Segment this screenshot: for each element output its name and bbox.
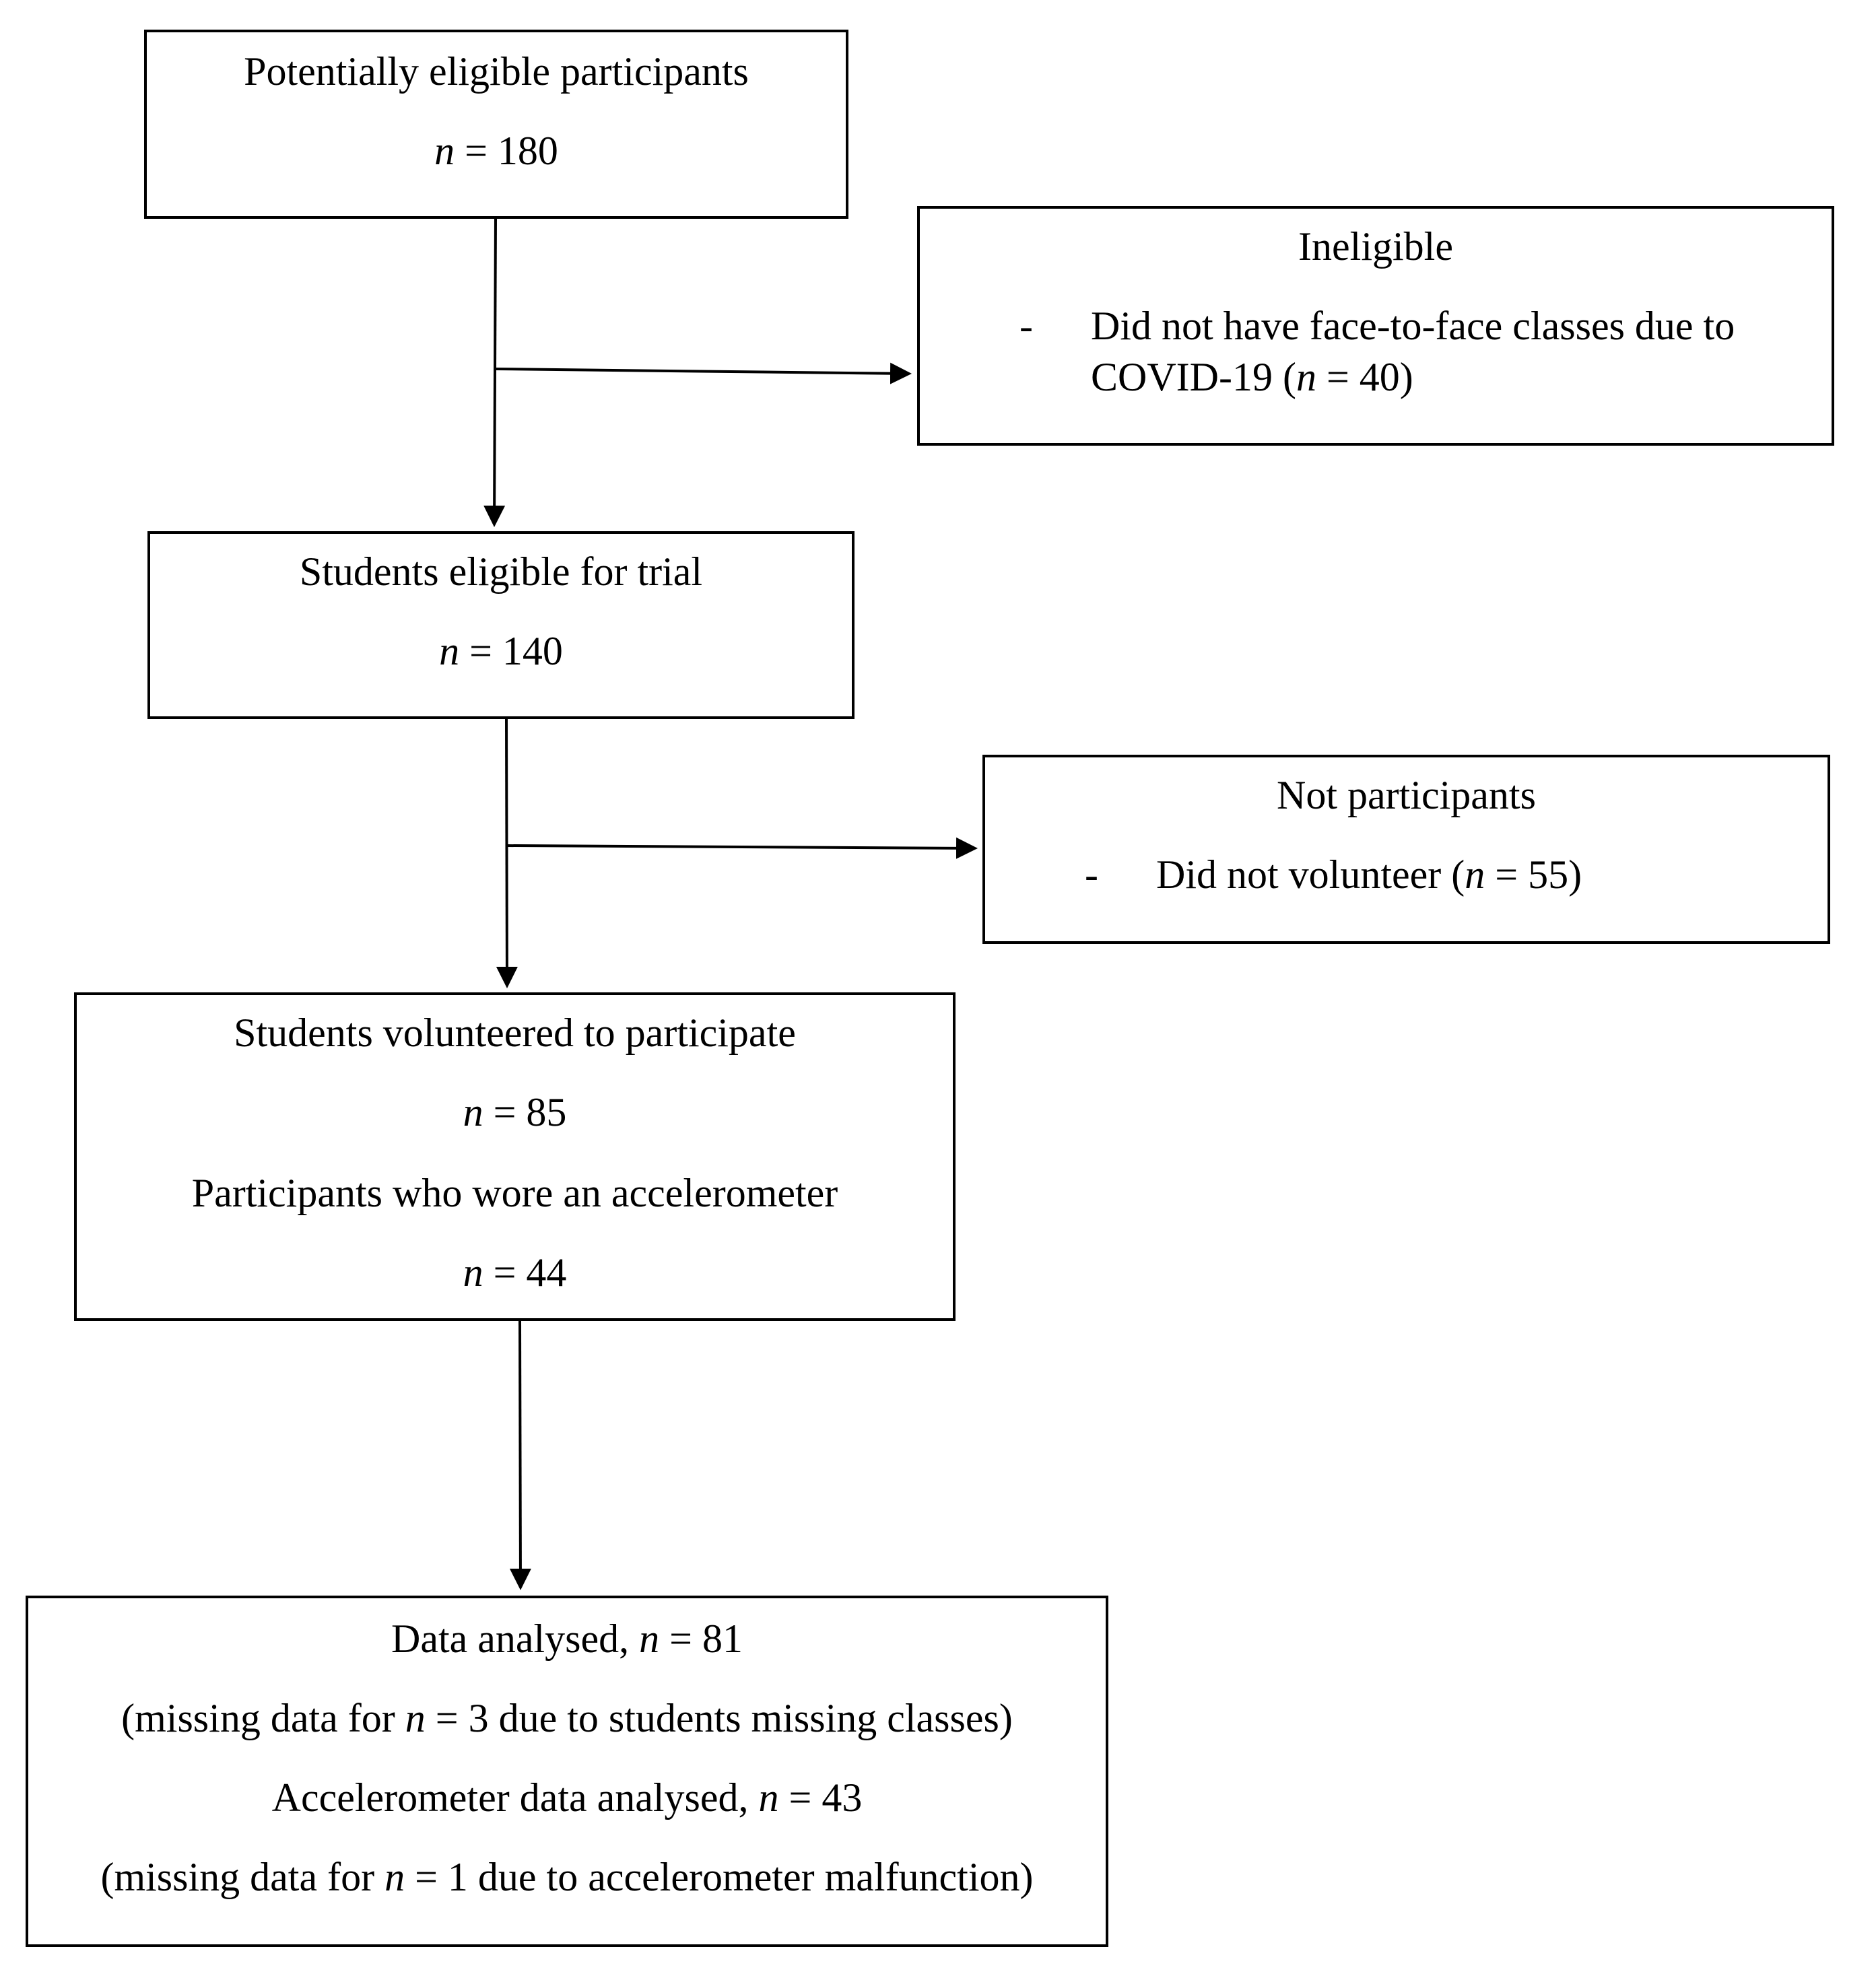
eligible-count: n = 140 xyxy=(150,628,852,675)
reason-text: COVID-19 ( xyxy=(1091,355,1296,399)
accelerometer-malfunction-line: (missing data for n = 1 due to accelerom… xyxy=(28,1854,1106,1901)
data-analysed-line: Data analysed, n = 81 xyxy=(28,1616,1106,1662)
arrow-eligible-to-volunteered xyxy=(496,718,518,988)
count-value: = 44 xyxy=(483,1250,567,1295)
n-symbol: n xyxy=(384,1855,405,1899)
n-symbol: n xyxy=(434,129,455,173)
n-symbol: n xyxy=(1465,852,1485,897)
volunteered-title: Students volunteered to participate xyxy=(234,1011,796,1055)
ineligible-reason-line1: Did not have face-to-face classes due to xyxy=(1091,304,1735,348)
volunteered-box: Students volunteered to participate n = … xyxy=(74,992,956,1321)
n-symbol: n xyxy=(405,1696,426,1740)
n-symbol: n xyxy=(758,1775,779,1820)
accelerometer-analysed-line: Accelerometer data analysed, n = 43 xyxy=(28,1775,1106,1821)
potentially-eligible-box: Potentially eligible participants n = 18… xyxy=(144,30,848,219)
missing-text: (missing data for xyxy=(121,1696,405,1740)
n-symbol: n xyxy=(639,1616,660,1661)
reason-count: = 40) xyxy=(1316,355,1413,399)
not-participants-box: Not participants - Did not volunteer (n … xyxy=(982,755,1830,944)
analysed-count: = 81 xyxy=(659,1616,743,1661)
ineligible-reason-line2: COVID-19 (n = 40) xyxy=(1091,354,1413,401)
analysed-count: = 43 xyxy=(778,1775,863,1820)
ineligible-box: Ineligible - Did not have face-to-face c… xyxy=(917,206,1834,446)
missing-text: (missing data for xyxy=(100,1855,385,1899)
not-participants-bullet: - xyxy=(1085,852,1098,897)
not-participants-title: Not participants xyxy=(1277,773,1536,817)
eligible-box: Students eligible for trial n = 140 xyxy=(147,531,855,719)
accelerometer-subtitle: Participants who wore an accelerometer xyxy=(191,1171,838,1215)
reason-count: = 55) xyxy=(1485,852,1582,897)
arrow-volunteered-to-analysed xyxy=(509,1320,531,1590)
arrow-potential-to-eligible xyxy=(483,218,506,527)
potentially-eligible-title: Potentially eligible participants xyxy=(244,49,749,94)
count-value: = 85 xyxy=(483,1090,567,1134)
n-symbol: n xyxy=(439,629,460,673)
not-participants-reason: Did not volunteer (n = 55) xyxy=(1156,852,1582,898)
n-symbol: n xyxy=(463,1090,483,1134)
arrow-to-ineligible xyxy=(495,362,912,384)
reason-text: Did not volunteer ( xyxy=(1156,852,1465,897)
ineligible-title: Ineligible xyxy=(1298,224,1453,269)
n-symbol: n xyxy=(1296,355,1316,399)
analysed-text: Accelerometer data analysed, xyxy=(271,1775,759,1820)
arrow-to-not-participants xyxy=(506,837,978,859)
analysed-text: Data analysed, xyxy=(391,1616,640,1661)
n-symbol: n xyxy=(463,1250,483,1295)
ineligible-bullet: - xyxy=(1019,304,1033,348)
missing-classes-line: (missing data for n = 3 due to students … xyxy=(28,1695,1106,1742)
data-analysed-box: Data analysed, n = 81 (missing data for … xyxy=(26,1596,1108,1947)
missing-reason: = 1 due to accelerometer malfunction) xyxy=(405,1855,1034,1899)
count-value: = 140 xyxy=(459,629,563,673)
potentially-eligible-count: n = 180 xyxy=(147,128,846,174)
count-value: = 180 xyxy=(455,129,558,173)
missing-reason: = 3 due to students missing classes) xyxy=(425,1696,1013,1740)
eligible-title: Students eligible for trial xyxy=(299,549,703,594)
volunteered-count: n = 85 xyxy=(77,1089,953,1136)
accelerometer-count: n = 44 xyxy=(77,1250,953,1296)
